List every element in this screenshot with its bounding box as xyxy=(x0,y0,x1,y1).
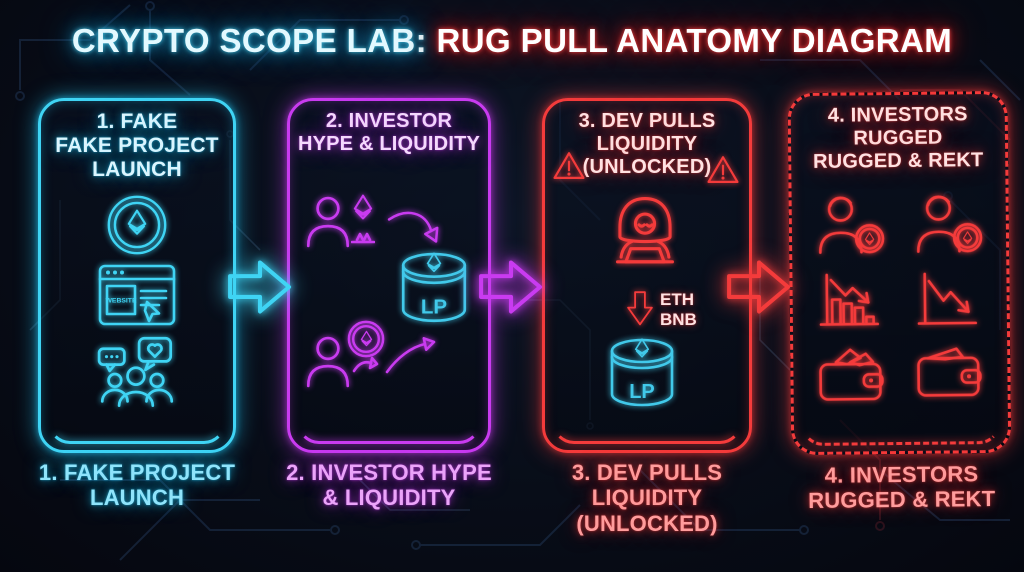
stage-3-caption-line: (UNLOCKED) xyxy=(576,510,718,536)
bar-chart-down-icon xyxy=(817,270,884,331)
stage-1-caption: 1. FAKE PROJECT LAUNCH xyxy=(28,460,246,511)
stage-3-caption-line: 3. DEV PULLS xyxy=(571,460,723,485)
stage-4-caption-line: RUGGED & REKT xyxy=(808,486,996,514)
stage-2-heading: 2. INVESTOR HYPE & LIQUIDITY xyxy=(287,110,491,156)
stage-1-fake-project-launch: 1. FAKE FAKE PROJECT LAUNCH WEBSITE xyxy=(38,98,236,568)
stage-3-heading-line: LIQUIDITY xyxy=(596,132,698,155)
token-label-eth: ETH xyxy=(660,290,694,309)
flow-curve-arrow-up-icon xyxy=(383,332,439,376)
warning-triangle-icon xyxy=(706,154,740,186)
title-lab-text: CRYPTO SCOPE LAB: xyxy=(71,22,427,59)
warning-triangle-icon xyxy=(552,150,586,182)
stage-1-caption-line: 1. FAKE PROJECT xyxy=(38,460,236,485)
eth-coin-icon xyxy=(106,194,168,256)
stage1-to-stage2-arrow-icon xyxy=(227,258,293,316)
stage2-to-stage3-arrow-icon xyxy=(478,258,544,316)
stage-4-investors-rugged: 4. INVESTORS RUGGED RUGGED & REKT xyxy=(787,90,1013,571)
stage-4-heading: 4. INVESTORS RUGGED RUGGED & REKT xyxy=(788,103,1009,174)
eth-diamond-icon xyxy=(350,190,376,224)
stage-2-caption-line: 2. INVESTOR HYPE xyxy=(286,460,492,485)
lp-label: LP xyxy=(629,381,655,403)
lp-label: LP xyxy=(421,296,447,319)
stage-3-heading: 3. DEV PULLS LIQUIDITY (UNLOCKED) xyxy=(542,110,752,178)
stage-4-heading-line: RUGGED & REKT xyxy=(812,148,984,173)
investor-icon xyxy=(303,336,353,390)
stage-3-heading-line: (UNLOCKED) xyxy=(582,155,712,178)
investor-icon xyxy=(303,196,353,250)
stage-1-caption-line: LAUNCH xyxy=(89,485,185,511)
stage-2-heading-line: 2. INVESTOR xyxy=(325,110,453,132)
stage3-to-stage4-arrow-icon xyxy=(726,258,792,316)
rugged-investor-icon xyxy=(913,193,984,256)
line-chart-down-icon xyxy=(915,269,982,330)
stage-3-heading-line: 3. DEV PULLS xyxy=(578,110,716,132)
website-label: WEBSITE xyxy=(106,298,137,305)
small-curve-arrow-icon xyxy=(351,356,379,374)
stage-2-investor-hype-liquidity: 2. INVESTOR HYPE & LIQUIDITY xyxy=(286,98,492,568)
withdraw-arrow-icon xyxy=(626,286,654,332)
empty-wallet-icon xyxy=(914,343,985,404)
hacker-dev-icon xyxy=(602,195,688,269)
stage-1-heading: 1. FAKE FAKE PROJECT LAUNCH xyxy=(38,110,236,182)
stage-4-caption-line: 4. INVESTORS xyxy=(824,461,979,488)
stage-1-heading-line: FAKE PROJECT xyxy=(55,133,219,157)
stage-2-caption: 2. INVESTOR HYPE & LIQUIDITY xyxy=(277,460,501,511)
stage-4-caption: 4. INVESTORS RUGGED & REKT xyxy=(781,461,1022,514)
stage-2-heading-line: HYPE & LIQUIDITY xyxy=(297,132,481,155)
fake-website-icon: WEBSITE xyxy=(97,264,177,328)
stage-1-heading-line: 1. FAKE xyxy=(96,110,178,133)
stage-3-caption-line: LIQUIDITY xyxy=(591,485,703,511)
tokens-icon xyxy=(351,230,375,244)
investor-coin-icon xyxy=(347,320,385,358)
stage-1-panel xyxy=(38,98,236,453)
flow-curve-arrow-icon xyxy=(385,206,443,252)
lp-pool-icon: LP xyxy=(397,250,471,330)
stage-3-dev-pulls-liquidity: 3. DEV PULLS LIQUIDITY (UNLOCKED) xyxy=(542,98,752,568)
empty-wallet-icon xyxy=(816,344,887,405)
community-hype-icon xyxy=(97,336,177,410)
page-title: CRYPTO SCOPE LAB: RUG PULL ANATOMY DIAGR… xyxy=(0,22,1024,60)
stage-1-heading-line: LAUNCH xyxy=(92,157,182,181)
rugged-investor-icon xyxy=(815,194,886,257)
stage-3-caption: 3. DEV PULLS LIQUIDITY (UNLOCKED) xyxy=(532,460,762,536)
token-label-bnb: BNB xyxy=(660,310,697,330)
token-labels: ETH BNB xyxy=(660,290,697,331)
stage-3-panel xyxy=(542,98,752,453)
stage-4-heading-line: 4. INVESTORS xyxy=(827,103,968,127)
stage-4-heading-line: RUGGED xyxy=(853,126,943,150)
title-main-text: RUG PULL ANATOMY DIAGRAM xyxy=(426,22,953,59)
stage-2-panel xyxy=(287,98,491,453)
lp-pool-icon: LP xyxy=(605,336,679,414)
stage-2-caption-line: & LIQUIDITY xyxy=(322,485,456,511)
